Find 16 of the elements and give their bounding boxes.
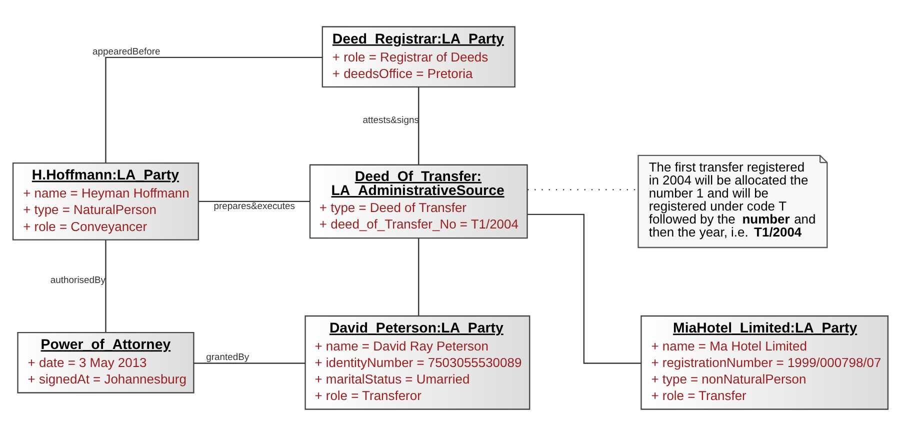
connector xyxy=(418,238,420,316)
node-box: Deed_Of_Transfer: LA_AdministrativeSource + type = Deed of Transfer + deed_of_Transfer_No = T1/2004 xyxy=(309,164,528,238)
edge-label: grantedBy xyxy=(206,352,250,363)
node-box: H.Hoffmann:LA_Party + name = Heyman Hoffmann + type = NaturalPerson + role = Conveyancer xyxy=(12,162,199,240)
node-box: Deed_Registrar:LA_Party + role = Registrar of Deeds + deedsOffice = Pretoria xyxy=(322,26,516,88)
node-box: Power_of_Attorney + date = 3 May 2013 + signedAt = Johannesburg xyxy=(17,331,194,393)
connector xyxy=(194,362,306,364)
edge-label: prepares&executes xyxy=(214,200,296,212)
node-box: MiaHotel_Limited:LA_Party + name = Ma Hotel Limited + registrationNumber = 1999/000798/07 + type = nonNaturalPerson + role = Transfer xyxy=(640,314,889,410)
connector xyxy=(105,240,106,332)
edge-label: appearedBefore xyxy=(92,46,160,57)
connector xyxy=(528,213,642,364)
node-box: David_Peterson:LA_Party + name = David Ray Peterson + identityNumber = 7503055530089 + maritalStatus = Umarried + role = Transferor xyxy=(304,314,530,410)
connector xyxy=(198,200,310,202)
connector xyxy=(105,56,322,162)
connector xyxy=(418,86,420,164)
